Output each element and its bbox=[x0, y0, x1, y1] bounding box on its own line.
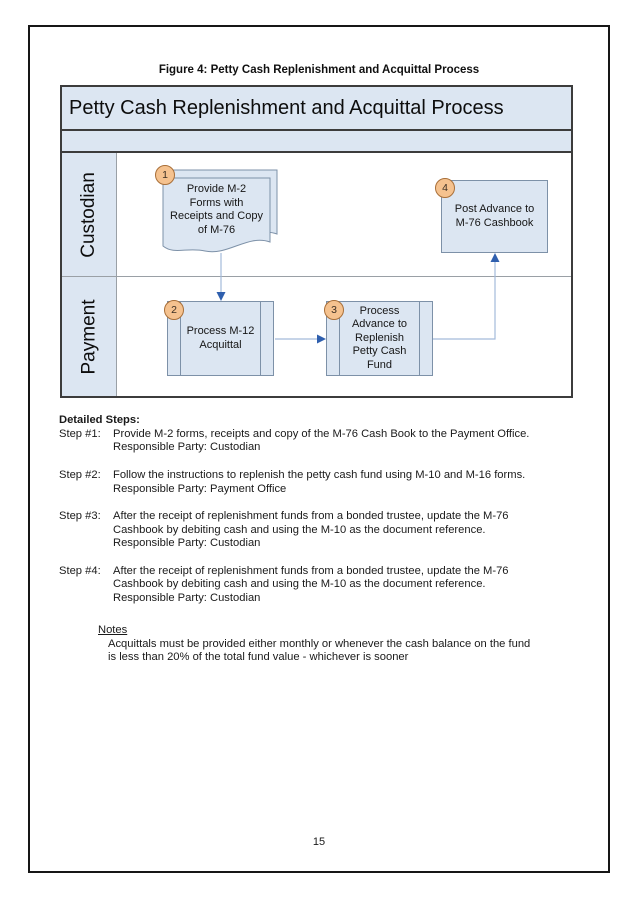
node-text-line: Receipts and Copy bbox=[170, 210, 263, 222]
step-item-2: Step #2: Follow the instructions to repl… bbox=[59, 469, 587, 496]
node-text-line: Fund bbox=[366, 358, 393, 371]
node-text-line: Post Advance to bbox=[454, 203, 535, 215]
node-text-line: M-76 Cashbook bbox=[455, 216, 534, 229]
node-text: Process M-12 Acquittal bbox=[168, 325, 273, 352]
node-text-line: Acquittal bbox=[199, 338, 242, 351]
step-item-4: Step #4: After the receipt of replenishm… bbox=[59, 565, 587, 606]
figure-caption: Figure 4: Petty Cash Replenishment and A… bbox=[158, 64, 480, 76]
step-item-1: Step #1: Provide M-2 forms, receipts and… bbox=[59, 428, 587, 455]
node-text-line: Advance to bbox=[351, 318, 408, 331]
lane-custodian: Custodian bbox=[62, 153, 571, 277]
step-number-badge-2: 2 bbox=[164, 300, 184, 320]
lane-label-text: Payment bbox=[78, 299, 100, 374]
node-text-line: Forms with bbox=[189, 196, 244, 209]
note-text-line: is less than 20% of the total fund value… bbox=[108, 651, 409, 664]
note-text-line: Acquittals must be provided either month… bbox=[108, 637, 531, 650]
notes-heading: Notes bbox=[98, 623, 128, 636]
detailed-steps-section: Detailed Steps: Step #1: Provide M-2 for… bbox=[59, 414, 587, 665]
step-item-3: Step #3: After the receipt of replenishm… bbox=[59, 510, 587, 551]
flowchart-phase-band bbox=[62, 131, 571, 153]
step-text-line: Responsible Party: Custodian bbox=[113, 441, 261, 454]
node-text: Post Advance to M-76 Cashbook bbox=[442, 203, 547, 230]
node-text-line: Process M-12 bbox=[186, 325, 255, 337]
lane-label-text: Custodian bbox=[78, 171, 99, 258]
step-label: Step #1: bbox=[59, 427, 101, 440]
node-text-line: of M-76 bbox=[197, 223, 236, 236]
step-text-line: Responsible Party: Payment Office bbox=[113, 482, 287, 495]
detailed-steps-heading: Detailed Steps: bbox=[59, 414, 140, 426]
node-text: Process Advance to Replenish Petty Cash … bbox=[327, 305, 432, 373]
node-text-line: Process bbox=[359, 304, 400, 317]
step-text-line: Cashbook by debiting cash and using the … bbox=[113, 523, 486, 536]
step-number-badge-3: 3 bbox=[324, 300, 344, 320]
step-text-line: After the receipt of replenishment funds… bbox=[113, 564, 509, 577]
flowchart-node-process-advance: Process Advance to Replenish Petty Cash … bbox=[326, 301, 433, 376]
flowchart-node-provide-m2-forms: Provide M-2 Forms with Receipts and Copy… bbox=[163, 183, 270, 237]
flowchart-node-process-m12-acquittal: Process M-12 Acquittal bbox=[167, 301, 274, 376]
notes-section: Notes Acquittals must be provided either… bbox=[98, 624, 587, 665]
lane-label-custodian: Custodian bbox=[62, 153, 117, 276]
step-number-badge-4: 4 bbox=[435, 178, 455, 198]
step-label: Step #4: bbox=[59, 564, 101, 577]
step-label: Step #2: bbox=[59, 468, 101, 481]
step-text-line: Cashbook by debiting cash and using the … bbox=[113, 578, 486, 591]
step-label: Step #3: bbox=[59, 509, 101, 522]
flowchart: Petty Cash Replenishment and Acquittal P… bbox=[60, 85, 573, 398]
node-text-line: Replenish bbox=[355, 331, 404, 344]
lane-label-payment: Payment bbox=[62, 277, 117, 396]
step-text-line: After the receipt of replenishment funds… bbox=[113, 509, 509, 522]
flowchart-node-post-advance: Post Advance to M-76 Cashbook bbox=[441, 180, 548, 253]
step-text-line: Provide M-2 forms, receipts and copy of … bbox=[113, 427, 530, 440]
lane-payment: Payment bbox=[62, 277, 571, 396]
step-number-badge-1: 1 bbox=[155, 165, 175, 185]
step-text-line: Follow the instructions to replenish the… bbox=[113, 468, 526, 481]
node-text-line: Provide M-2 bbox=[186, 183, 247, 195]
step-text-line: Responsible Party: Custodian bbox=[113, 592, 261, 605]
step-text-line: Responsible Party: Custodian bbox=[113, 537, 261, 550]
node-text-line: Petty Cash bbox=[352, 345, 407, 358]
flowchart-title: Petty Cash Replenishment and Acquittal P… bbox=[62, 87, 571, 131]
page-number: 15 bbox=[312, 836, 326, 848]
